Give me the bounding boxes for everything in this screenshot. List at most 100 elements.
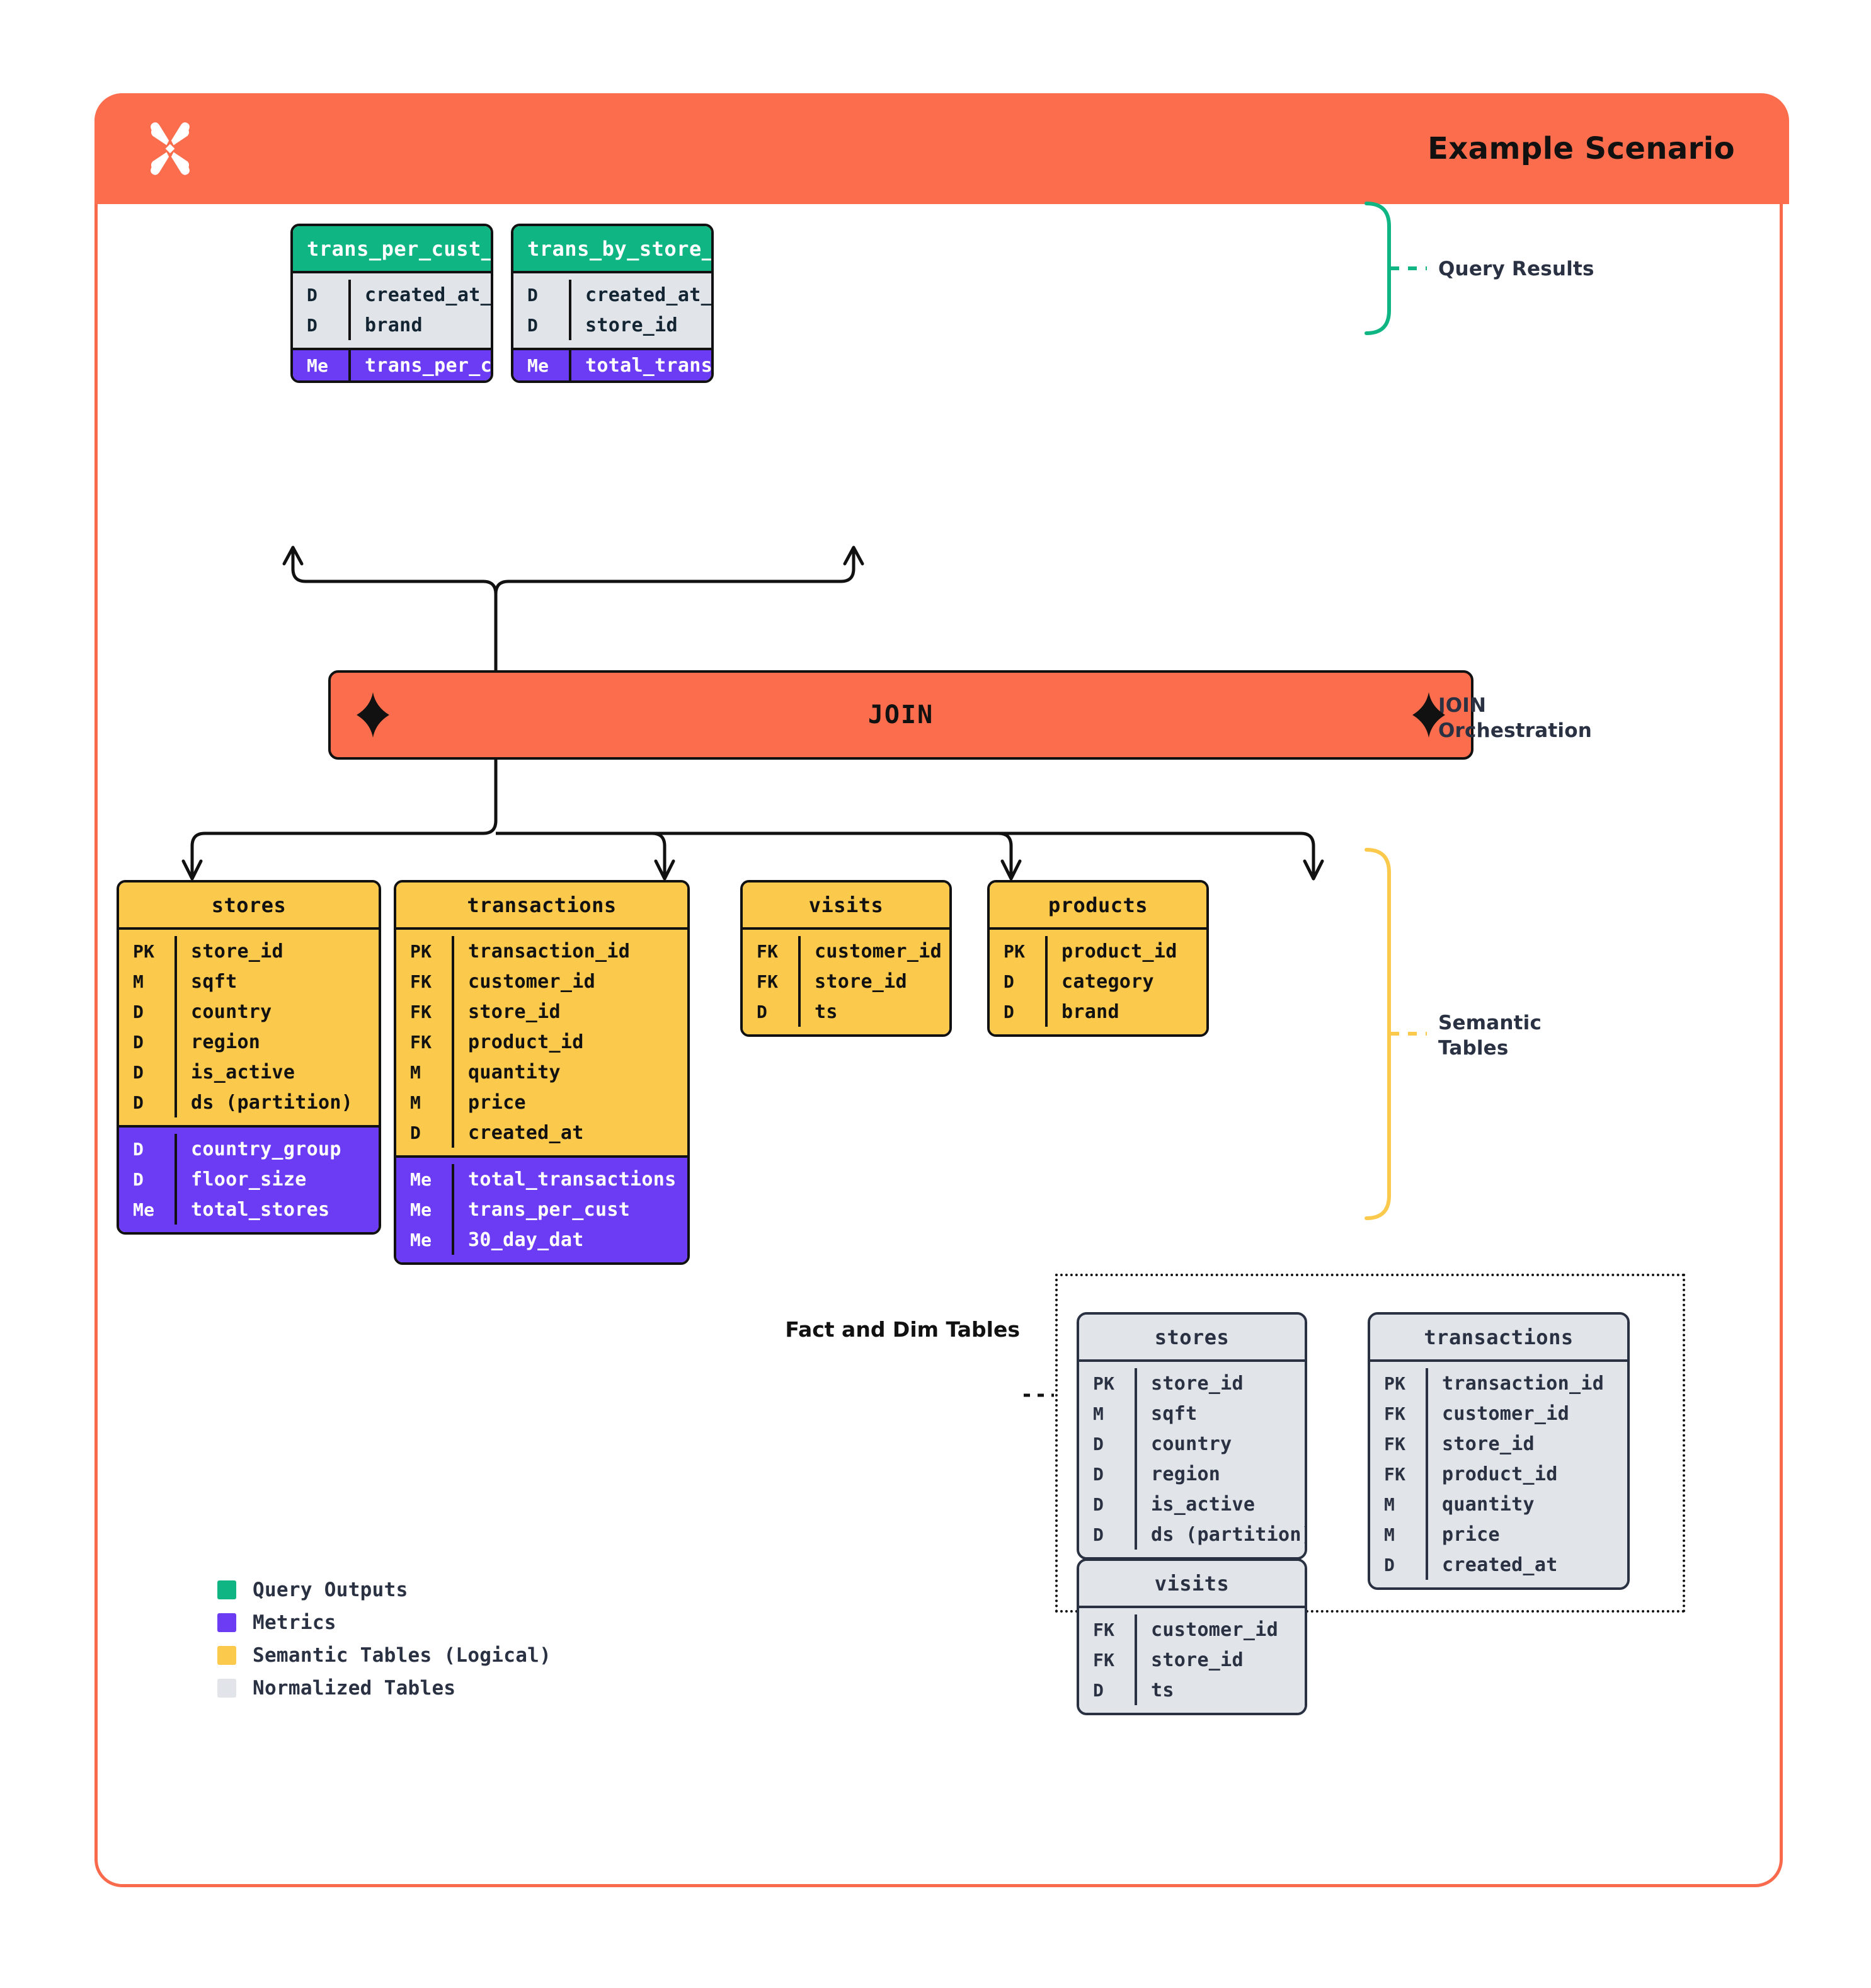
row-value: ts: [798, 997, 949, 1027]
annotation-label-line1: Semantic: [1438, 1012, 1542, 1034]
row-key: M: [133, 971, 144, 992]
page-title: Example Scenario: [1428, 131, 1735, 166]
query-result-table-trans-per-cust[interactable]: trans_per_cust_by_brand_month D created_…: [290, 224, 493, 383]
legend-item: Query Outputs: [217, 1579, 551, 1601]
legend: Query Outputs Metrics Semantic Tables (L…: [217, 1579, 551, 1710]
card-header: Example Scenario: [94, 93, 1789, 204]
metric-section: Me total_transactions: [513, 348, 711, 380]
row-value: sqft: [1135, 1398, 1305, 1429]
row-value: total_stores: [175, 1194, 379, 1225]
sparkle-icon: [1412, 692, 1445, 738]
row-key: FK: [1384, 1463, 1406, 1485]
row-key: M: [1384, 1494, 1395, 1515]
row-key: D: [1004, 971, 1015, 992]
row-value: ds (partition): [1135, 1519, 1305, 1550]
row-key: D: [133, 1168, 144, 1190]
row-key: D: [757, 1001, 768, 1022]
row-key: M: [410, 1092, 421, 1113]
sparkle-icon: [357, 692, 389, 738]
row-value: trans_per_cust: [348, 350, 491, 380]
table-title: stores: [119, 883, 379, 927]
row-key: FK: [1093, 1619, 1115, 1640]
row-value: product_id: [1426, 1459, 1627, 1489]
table-row: FK store_id: [1079, 1645, 1305, 1675]
row-value: total_transactions: [569, 350, 711, 380]
annotation-label: Query Results: [1438, 258, 1594, 280]
row-value: 30_day_dat: [452, 1225, 687, 1255]
row-value: quantity: [452, 1057, 687, 1087]
legend-item: Metrics: [217, 1611, 551, 1634]
row-value: product_id: [452, 1027, 687, 1057]
row-key: Me: [307, 355, 329, 376]
row-key: D: [527, 314, 539, 336]
row-value: country: [175, 997, 379, 1027]
table-title: stores: [1079, 1315, 1305, 1359]
row-key: PK: [410, 940, 432, 962]
row-value: store_id: [569, 310, 711, 340]
table-title: trans_by_store_day: [513, 226, 711, 271]
legend-item: Normalized Tables: [217, 1677, 551, 1700]
row-value: store_id: [175, 936, 379, 966]
row-key: D: [133, 1001, 144, 1022]
row-value: brand: [1045, 997, 1206, 1027]
row-key: PK: [1004, 940, 1026, 962]
row-value: store_id: [1135, 1645, 1305, 1675]
table-row: D created_at_month: [293, 280, 491, 310]
row-value: store_id: [1135, 1368, 1305, 1398]
row-key: Me: [410, 1199, 432, 1220]
row-value: ds (partition): [175, 1087, 379, 1117]
row-value: sqft: [175, 966, 379, 997]
annotation-fact-dim-tables: Fact and Dim Tables: [785, 1317, 1020, 1342]
legend-swatch-metrics: [217, 1613, 236, 1632]
row-value: country_group: [175, 1134, 379, 1164]
row-key: M: [1384, 1524, 1395, 1545]
row-value: created_at: [1426, 1550, 1627, 1580]
row-key: FK: [1093, 1649, 1115, 1671]
legend-label: Metrics: [253, 1611, 336, 1634]
annotation-label-line1: JOIN: [1438, 694, 1487, 717]
row-key: D: [527, 284, 539, 306]
row-key: D: [1093, 1679, 1104, 1701]
query-result-table-trans-by-store-day[interactable]: trans_by_store_day D created_at_day D st…: [511, 224, 714, 383]
row-value: ts: [1135, 1675, 1305, 1705]
table-row: D created_at_day: [513, 280, 711, 310]
legend-label: Semantic Tables (Logical): [253, 1644, 552, 1667]
diagram-card: Example Scenario: [94, 93, 1789, 1887]
dimension-section: D created_at_month D brand: [293, 271, 491, 348]
table-title: trans_per_cust_by_brand_month: [293, 226, 491, 271]
annotation-join-orchestration: JOIN Orchestration: [1438, 694, 1592, 743]
row-value: store_id: [1426, 1429, 1627, 1459]
annotation-label-line2: Tables: [1438, 1036, 1509, 1060]
annotation-semantic-tables: Semantic Tables: [1438, 1011, 1542, 1061]
join-orchestration-bar[interactable]: JOIN: [328, 670, 1473, 760]
row-value: customer_id: [452, 966, 687, 997]
row-key: Me: [410, 1168, 432, 1190]
row-key: D: [133, 1138, 144, 1160]
